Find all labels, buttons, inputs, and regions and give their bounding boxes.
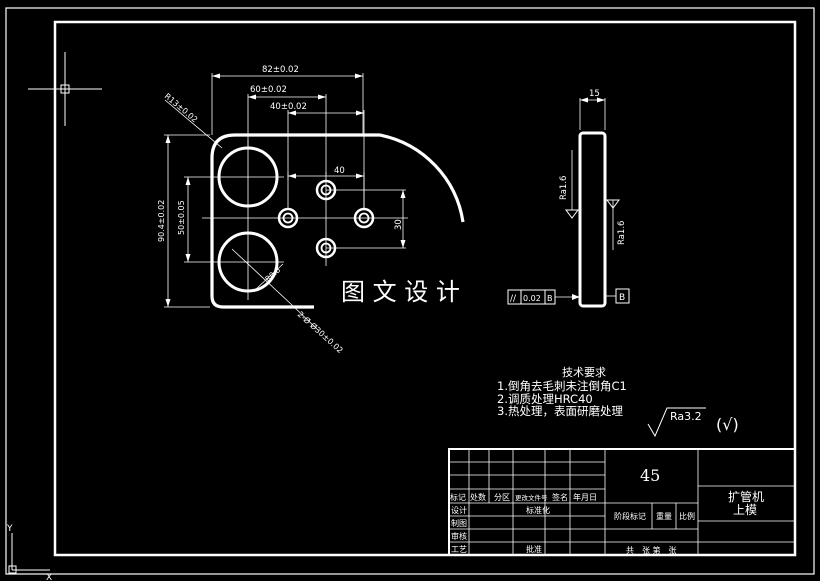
dimension-arrows <box>165 73 406 307</box>
label-sheets: 共 张 第 张 <box>626 545 677 555</box>
label-scale: 比例 <box>679 511 695 521</box>
label-change-doc: 更改文件号 <box>515 493 548 502</box>
label-review: 审核 <box>451 531 467 541</box>
label-approve: 批准 <box>526 544 542 554</box>
datum-box-label: B <box>619 293 625 303</box>
tolerance-value: 0.02 <box>523 294 541 303</box>
dim-thickness: 15 <box>589 89 600 99</box>
global-ra: Ra3.2 <box>670 410 702 423</box>
dim-40: 40±0.02 <box>270 102 307 112</box>
label-zone: 分区 <box>494 493 510 502</box>
label-process: 工艺 <box>451 545 467 554</box>
material: 45 <box>640 466 660 485</box>
part-outline <box>210 133 465 309</box>
outer-border <box>5 7 815 575</box>
tolerance-symbol: // <box>510 294 517 304</box>
label-sign: 签名 <box>552 492 568 502</box>
part-name-line2: 上模 <box>733 503 757 517</box>
label-date: 年月日 <box>573 492 597 502</box>
label-standardize: 标准化 <box>526 505 550 515</box>
ucs-x: X <box>46 573 52 581</box>
label-weight: 重量 <box>656 511 672 521</box>
crosshair-cursor <box>28 52 102 126</box>
dim-50: 50±0.05 <box>177 200 186 235</box>
centerlines <box>202 140 408 300</box>
watermark-text: 图 文 设 计 <box>341 278 460 306</box>
inner-frame <box>53 20 797 557</box>
label-draw: 制图 <box>451 518 467 528</box>
part-side-view <box>555 97 630 308</box>
tolerance-datum: B <box>547 294 553 303</box>
label-count: 处数 <box>470 492 486 502</box>
dim-90-4: 90.4±0.02 <box>157 200 166 242</box>
label-design: 设计 <box>451 505 467 515</box>
ra-bottom: Ra1.6 <box>617 221 627 245</box>
ucs-y: Y <box>6 524 13 534</box>
datum-box <box>615 288 630 304</box>
tech-line-2: 2.调质处理HRC40 <box>497 392 593 406</box>
dim-82: 82±0.02 <box>262 65 299 75</box>
dim-r13: R13±0.02 <box>163 92 200 125</box>
title-block <box>448 448 796 556</box>
tech-title: 技术要求 <box>562 366 606 379</box>
global-roughness-symbol <box>647 407 706 438</box>
tolerance-frame <box>507 289 556 305</box>
dim-30: 30 <box>394 219 404 230</box>
tech-line-3: 3.热处理，表面研磨处理 <box>497 404 623 418</box>
side-plate <box>578 131 607 308</box>
tech-line-1: 1.倒角去毛刺未注倒角C1 <box>497 379 627 393</box>
dim-60: 60±0.02 <box>250 85 287 95</box>
dim-r0-8: R0.8 <box>263 265 282 283</box>
dim-hole-dia: 2-Ø Ø30±0.02 <box>296 309 346 355</box>
part-name-line1: 扩管机 <box>728 489 764 504</box>
label-stage: 阶段标记 <box>614 511 646 521</box>
ra-top: Ra1.6 <box>559 176 569 200</box>
global-paren: (√) <box>716 415 739 434</box>
dimension-lines <box>164 73 406 331</box>
dim-40-spacing: 40 <box>334 166 345 176</box>
ucs-icon <box>8 533 50 574</box>
label-mark: 标记 <box>450 492 466 502</box>
